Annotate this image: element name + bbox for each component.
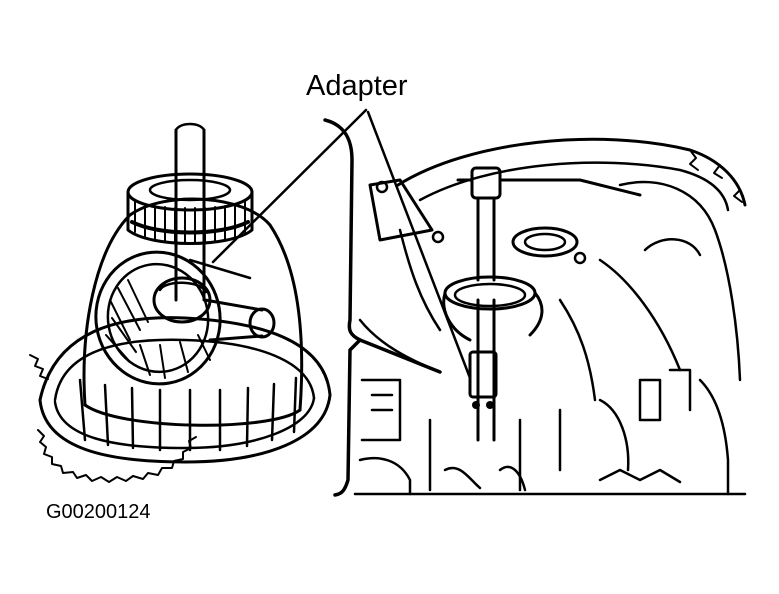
figure-id-label: G00200124 — [46, 501, 151, 523]
pinion-gears — [94, 250, 222, 386]
differential-case-drawing — [29, 122, 332, 483]
ring-gear — [29, 316, 332, 483]
adapter-callout-label: Adapter — [306, 70, 408, 102]
callout-bracket — [211, 108, 472, 497]
top-bearing — [126, 172, 254, 245]
transaxle-case-drawing — [353, 137, 747, 496]
